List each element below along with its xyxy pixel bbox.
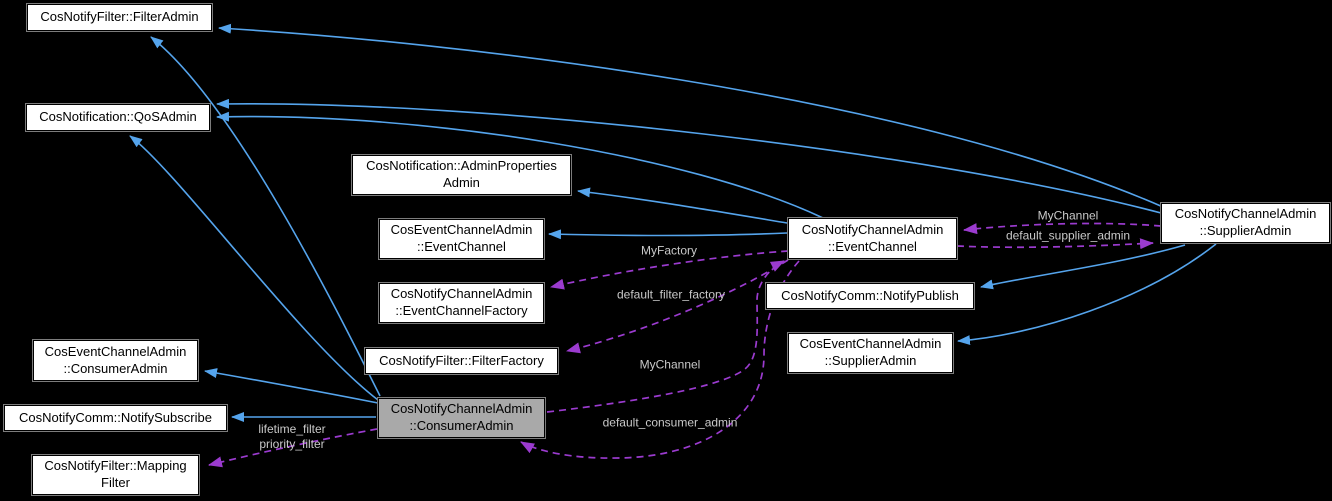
edge-supplieradmin-filteradmin-inheritance: [218, 23, 1164, 208]
edge-eventchannel-consumeradmin-usage-defaultconsumeradmin: [520, 260, 800, 459]
edge-supplieradmin-qosadmin-inheritance: [216, 98, 1162, 214]
node-cosnotifychanneladmin-supplieradmin[interactable]: CosNotifyChannelAdmin ::SupplierAdmin: [1160, 202, 1331, 244]
edge-consumeradmin-qosadmin-inheritance: [129, 135, 379, 401]
node-cosnotifyfilter-filteradmin[interactable]: CosNotifyFilter::FilterAdmin: [26, 3, 213, 32]
node-cosnotification-qosadmin[interactable]: CosNotification::QoSAdmin: [25, 103, 211, 132]
edge-supplieradmin-notifypublish-inheritance: [980, 244, 1186, 290]
edge-consumeradmin-coseventconsumeradmin-inheritance: [204, 368, 379, 404]
node-cosnotifychanneladmin-eventchannelfactory[interactable]: CosNotifyChannelAdmin ::EventChannelFact…: [378, 282, 545, 324]
node-coseventchanneladmin-eventchannel[interactable]: CosEventChannelAdmin ::EventChannel: [378, 218, 545, 260]
node-coseventchanneladmin-supplieradmin[interactable]: CosEventChannelAdmin ::SupplierAdmin: [787, 332, 954, 374]
edge-eventchannel-adminproperties-inheritance: [577, 187, 788, 224]
edge-consumeradmin-mappingfilter-usage-filters: [208, 428, 378, 468]
node-cosnotifycomm-notifysubscribe[interactable]: CosNotifyComm::NotifySubscribe: [3, 404, 228, 432]
edge-eventchannel-coseventchannel-inheritance: [548, 229, 788, 240]
edge-eventchannel-supplieradmin-usage-defaultsupplieradmin: [956, 238, 1154, 250]
edge-consumeradmin-filteradmin-inheritance: [150, 36, 381, 397]
node-cosnotifyfilter-filterfactory[interactable]: CosNotifyFilter::FilterFactory: [364, 347, 559, 375]
edge-eventchannel-qosadmin-inheritance: [216, 111, 824, 219]
node-coseventchanneladmin-consumeradmin[interactable]: CosEventChannelAdmin ::ConsumerAdmin: [32, 339, 199, 382]
node-cosnotification-adminproperties[interactable]: CosNotification::AdminProperties Admin: [351, 154, 572, 196]
node-cosnotifycomm-notifypublish[interactable]: CosNotifyComm::NotifyPublish: [765, 282, 975, 310]
node-cosnotifyfilter-mappingfilter[interactable]: CosNotifyFilter::Mapping Filter: [31, 454, 200, 496]
edge-supplieradmin-eventchannel-usage-mychannel: [963, 222, 1162, 235]
edge-eventchannel-eventchannelfactory-usage-myfactory: [550, 250, 789, 290]
node-cosnotifychanneladmin-consumeradmin-focus[interactable]: CosNotifyChannelAdmin ::ConsumerAdmin: [377, 397, 546, 439]
edge-consumeradmin-eventchannel-usage-mychannel: [546, 260, 785, 413]
edge-eventchannel-filterfactory-usage-defaultfilterfactory: [566, 259, 789, 354]
edge-supplieradmin-coseventsupplieradmin-inheritance: [957, 243, 1217, 346]
node-cosnotifychanneladmin-eventchannel[interactable]: CosNotifyChannelAdmin ::EventChannel: [787, 217, 958, 260]
